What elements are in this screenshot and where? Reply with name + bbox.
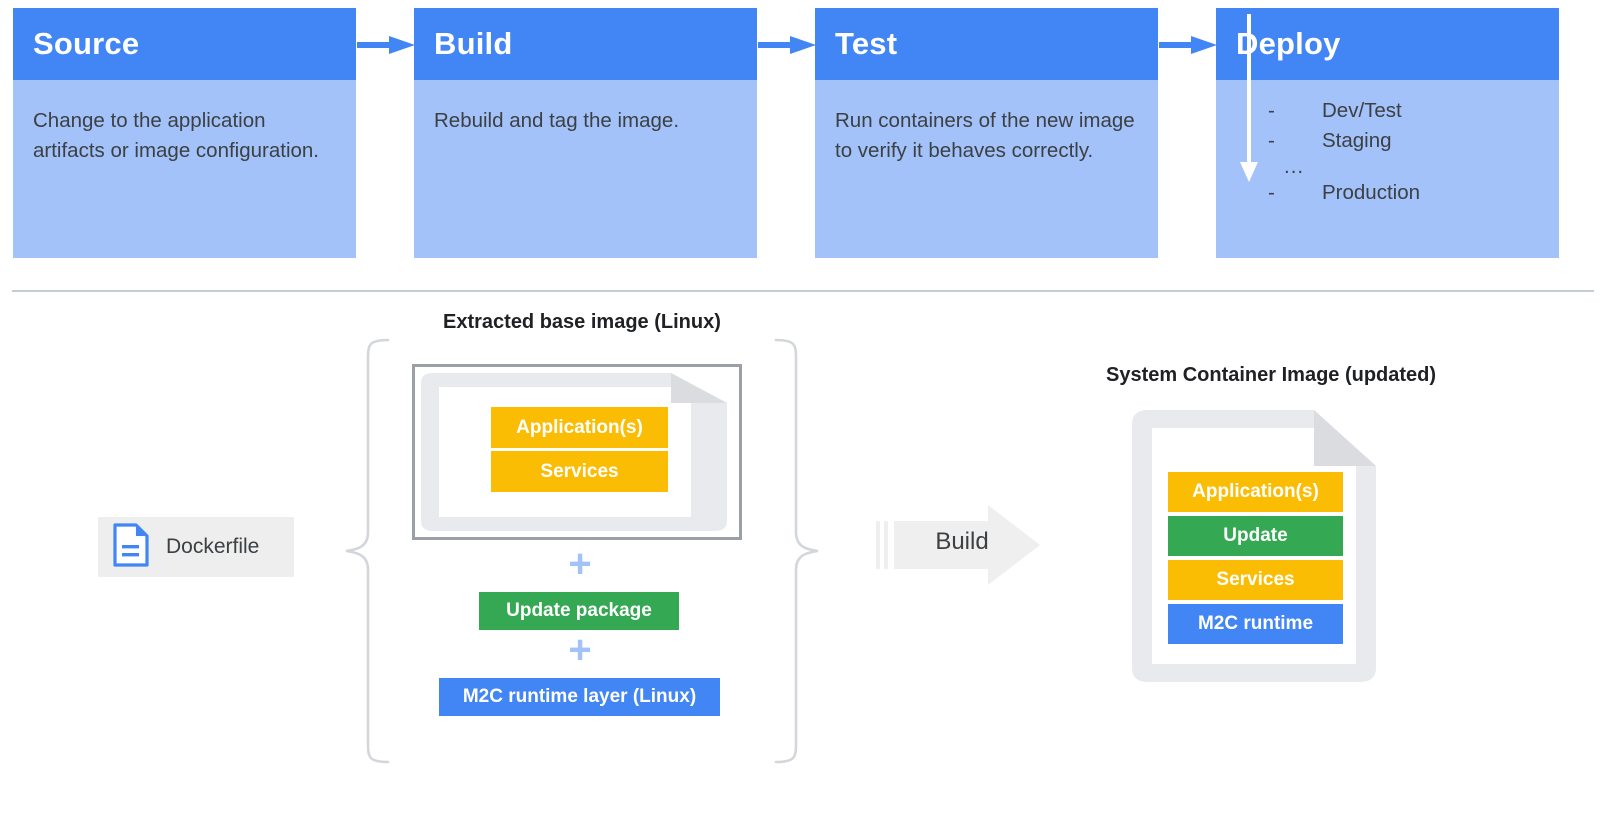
cicd-pipeline: Source Change to the application artifac… [0, 0, 1606, 270]
system-container-image-caption: System Container Image (updated) [1106, 364, 1437, 386]
dockerfile-chip[interactable]: Dockerfile [98, 517, 294, 577]
layer-services: Services [491, 451, 668, 492]
image-composition-diagram: Extracted base image (Linux) System Cont… [0, 296, 1606, 822]
deploy-environment-list: - Dev/Test - Staging ... - Production [1268, 96, 1420, 208]
layer-application: Application(s) [491, 407, 668, 448]
stage-description: - Dev/Test - Staging ... - Production [1216, 14, 1559, 258]
update-package-box: Update package [479, 592, 679, 630]
list-label: Dev/Test [1322, 99, 1402, 122]
plus-symbol-2: + [568, 628, 592, 672]
list-label: Staging [1322, 129, 1392, 152]
block-arrow-right-icon [876, 505, 1040, 585]
pipeline-stage-test[interactable]: Test Run containers of the new image to … [815, 8, 1158, 258]
build-arrow-label: Build [935, 528, 989, 555]
system-image-layer-stack: Application(s) Update Services M2C runti… [1168, 472, 1343, 644]
extracted-base-image-caption: Extracted base image (Linux) [443, 311, 721, 333]
list-item: ... [1268, 156, 1420, 178]
stage-title: Build [414, 8, 757, 80]
list-item: - Staging [1268, 126, 1420, 156]
stage-description: Rebuild and tag the image. [414, 80, 757, 258]
list-marker: - [1268, 99, 1275, 122]
deploy-progression-arrow-icon [1238, 14, 1260, 184]
layer-application: Application(s) [1168, 472, 1343, 512]
m2c-runtime-layer-box: M2C runtime layer (Linux) [439, 678, 720, 716]
pipeline-stage-deploy[interactable]: Deploy - Dev/Test - Staging [1216, 8, 1559, 258]
stage-description: Change to the application artifacts or i… [13, 80, 356, 258]
arrow-right-icon [758, 36, 816, 54]
system-container-image-doc: Application(s) Update Services M2C runti… [1128, 406, 1380, 686]
pipeline-stage-build[interactable]: Build Rebuild and tag the image. [414, 8, 757, 258]
plus-symbol-1: + [568, 542, 592, 586]
list-item: - Production [1268, 178, 1420, 208]
arrow-right-icon [357, 36, 415, 54]
layer-m2c-runtime: M2C runtime [1168, 604, 1343, 644]
stage-description: Run containers of the new image to verif… [815, 80, 1158, 258]
left-curly-brace [344, 338, 390, 764]
layer-update: Update [1168, 516, 1343, 556]
list-marker: - [1268, 181, 1275, 204]
base-image-layer-stack: Application(s) Services [491, 407, 668, 492]
layer-services: Services [1168, 560, 1343, 600]
extracted-base-image-frame: Application(s) Services [412, 364, 742, 540]
section-divider [12, 290, 1594, 292]
list-label: Production [1322, 181, 1421, 204]
right-curly-brace [774, 338, 820, 764]
dockerfile-label: Dockerfile [166, 535, 260, 558]
stage-title: Test [815, 8, 1158, 80]
document-icon [112, 522, 150, 572]
arrow-right-icon [1159, 36, 1217, 54]
stage-title: Deploy [1216, 8, 1559, 80]
list-item: - Dev/Test [1268, 96, 1420, 126]
pipeline-stage-source[interactable]: Source Change to the application artifac… [13, 8, 356, 258]
list-marker: - [1268, 129, 1275, 152]
stage-title: Source [13, 8, 356, 80]
list-marker: ... [1284, 155, 1305, 178]
